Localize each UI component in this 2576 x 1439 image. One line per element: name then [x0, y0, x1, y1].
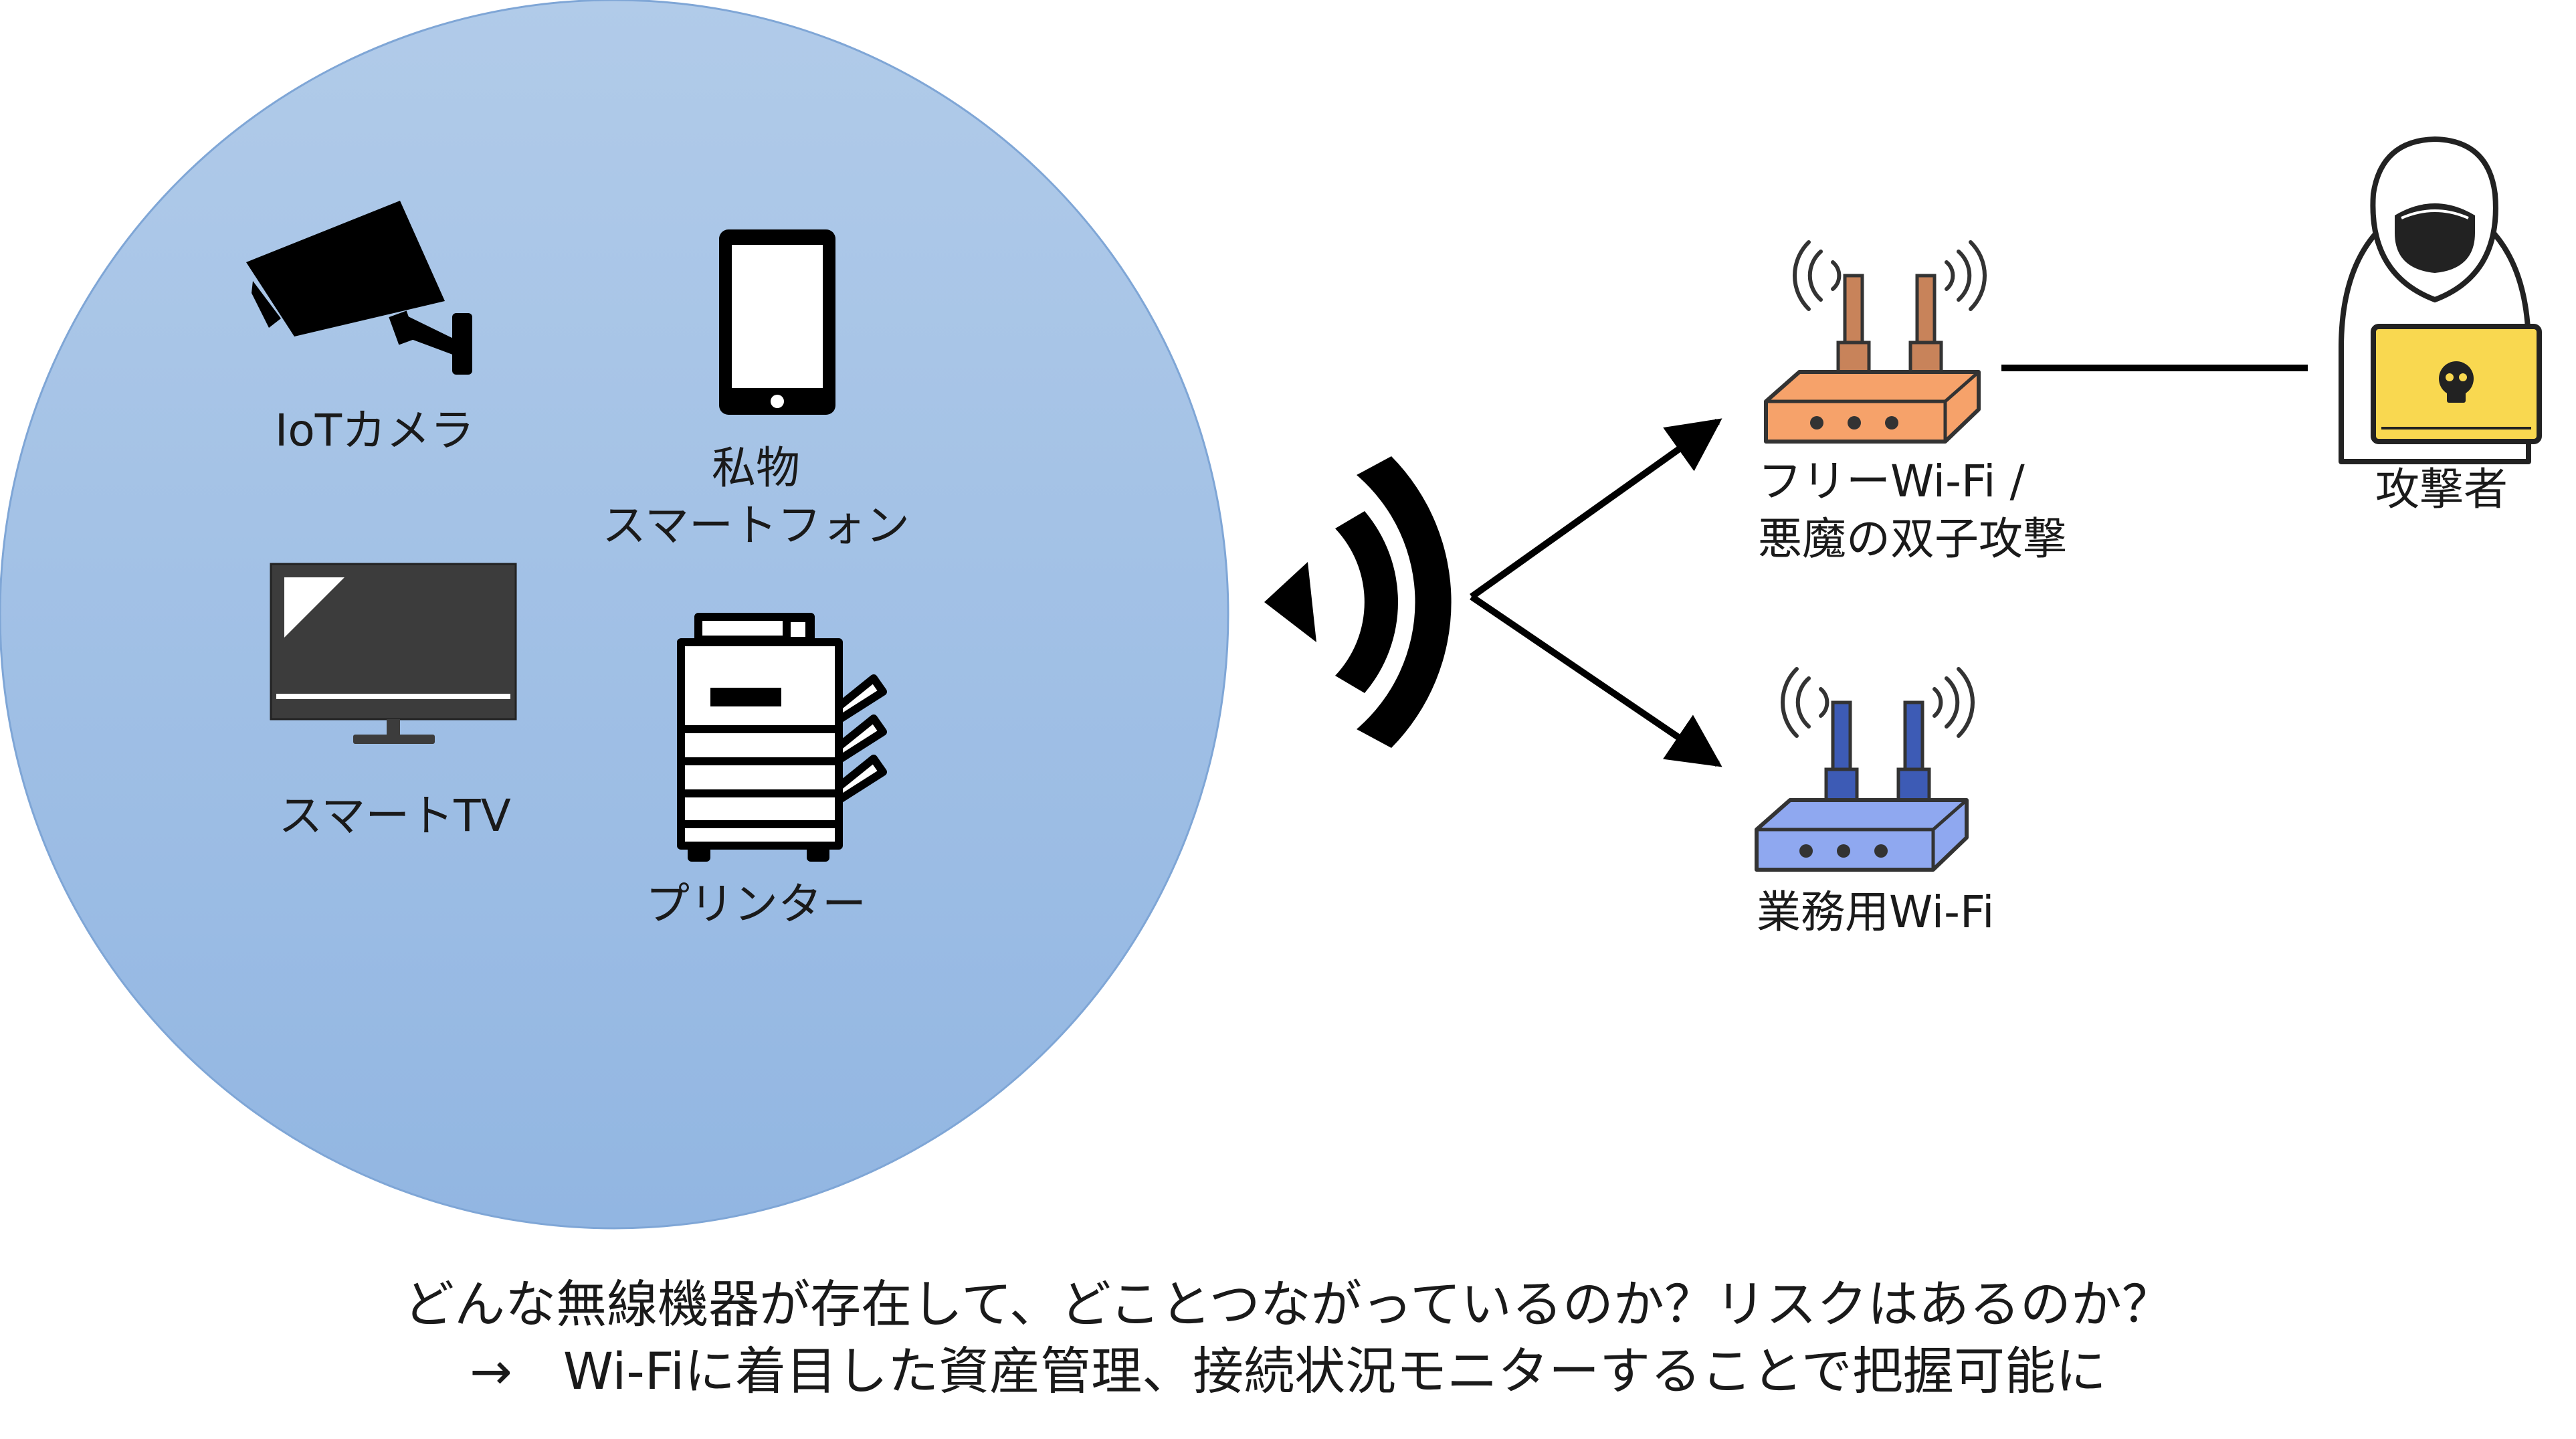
wireless-signal-icon	[1264, 456, 1452, 748]
smart-tv-icon	[270, 563, 517, 744]
rogue-ap-label-line2: 悪魔の双子攻撃	[1758, 513, 2067, 565]
caption-conclusion: → Wi-Fiに着目した資産管理、接続状況モニターすることで把握可能に	[470, 1341, 2106, 1401]
arrow-to-business-ap	[1470, 593, 1722, 767]
arrow-to-rogue-ap	[1470, 418, 1722, 600]
business-router-icon	[1755, 667, 1975, 872]
rogue-ap-label-line1: フリーWi-Fi /	[1758, 456, 2025, 507]
caption-question: どんな無線機器が存在して、どことつながっているのか？リスクはあるのか？	[403, 1274, 2173, 1334]
smart-tv-label: スマートTV	[278, 790, 511, 842]
printer-icon	[677, 613, 887, 862]
device-zone-circle	[0, 0, 1229, 1230]
cctv-camera-icon	[246, 201, 472, 375]
attacker-label: 攻撃者	[2375, 464, 2508, 515]
phone-label-line2: スマートフォン	[601, 500, 910, 551]
business-ap-label: 業務用Wi-Fi	[1757, 886, 1995, 938]
hacker-icon	[2339, 136, 2542, 464]
smartphone-icon	[719, 229, 835, 415]
printer-label: プリンター	[646, 878, 866, 930]
phone-label-line1: 私物	[712, 442, 800, 494]
rogue-router-icon	[1764, 240, 1987, 444]
iot-camera-label: IoTカメラ	[274, 405, 475, 456]
